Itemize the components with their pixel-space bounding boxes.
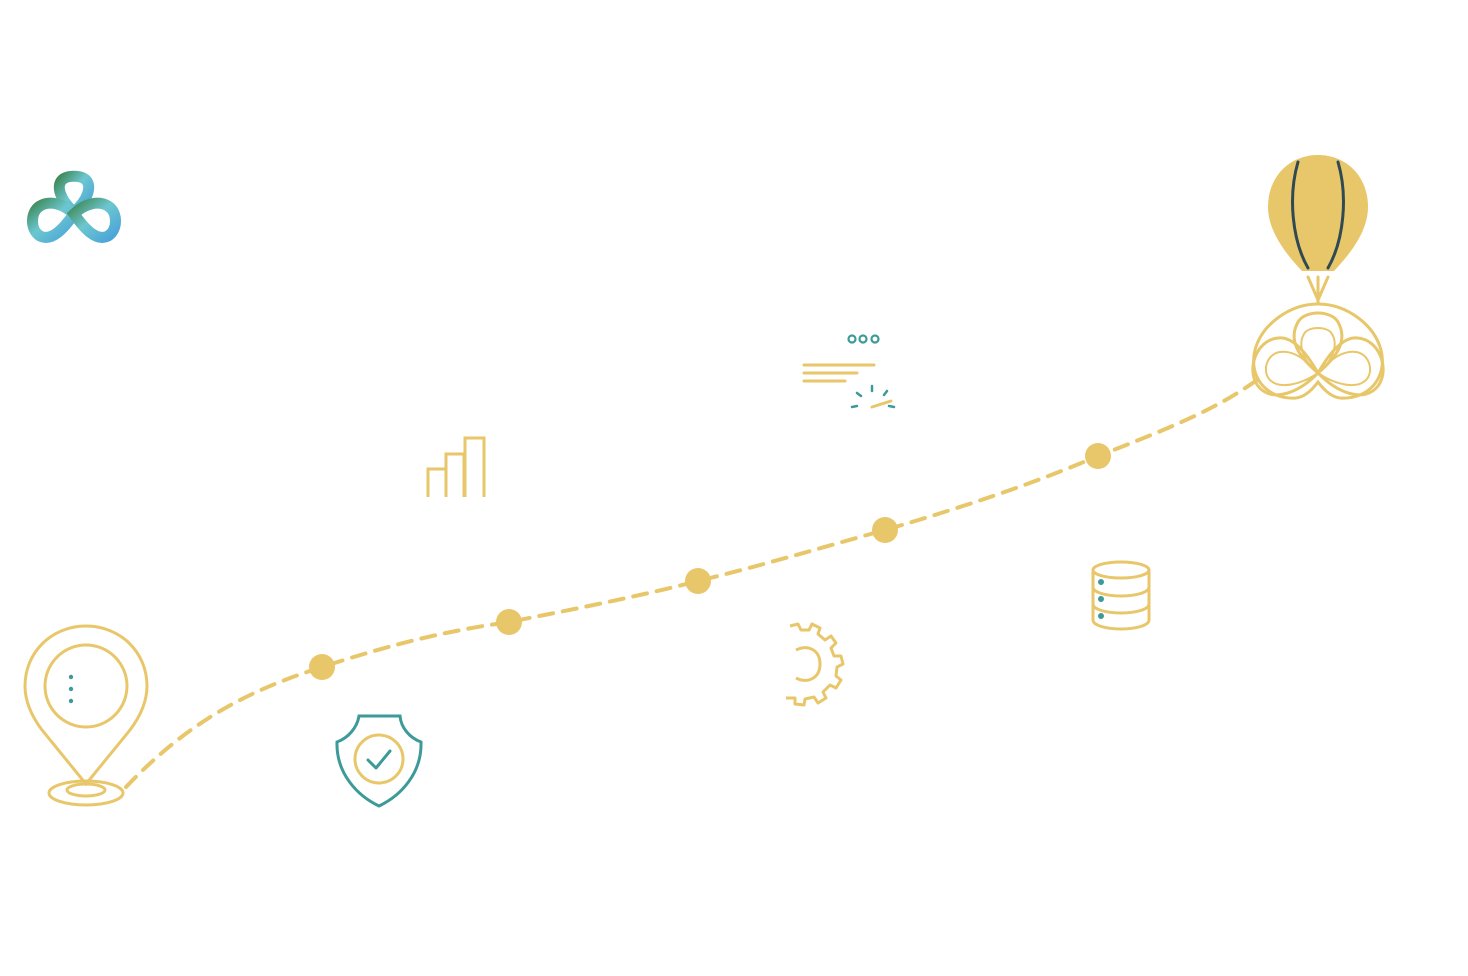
milestone-dot xyxy=(872,517,898,543)
milestone-dot xyxy=(685,568,711,594)
brand-logo-icon xyxy=(27,170,121,243)
milestone-dot xyxy=(1085,443,1111,469)
gear-icon xyxy=(786,622,845,707)
milestone-dot xyxy=(309,654,335,680)
database-icon xyxy=(1091,560,1151,631)
location-pin-icon xyxy=(23,624,149,807)
destination-logo-icon xyxy=(1251,302,1385,400)
browser-window-icon xyxy=(802,334,896,409)
pin-dots xyxy=(68,674,74,704)
shield-check-icon xyxy=(335,714,423,808)
milestone-dot xyxy=(496,609,522,635)
bar-chart-icon xyxy=(426,436,486,497)
hot-air-balloon-icon xyxy=(1268,155,1368,305)
